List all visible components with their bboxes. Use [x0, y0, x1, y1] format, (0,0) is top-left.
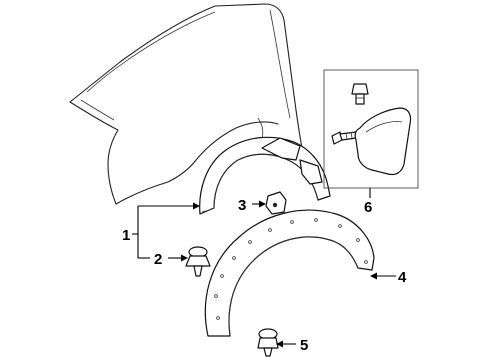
callout-3: 3 [238, 197, 246, 214]
fender-panel [69, 3, 303, 205]
callout-5: 5 [300, 337, 308, 354]
mud-flap-kit [323, 69, 419, 189]
callout-4: 4 [398, 269, 407, 286]
clip [265, 191, 287, 215]
callout-6: 6 [364, 199, 372, 216]
leader-lines [132, 188, 396, 348]
push-pin-fastener [185, 246, 211, 277]
wheel-flare [204, 209, 375, 337]
callout-1: 1 [122, 227, 130, 244]
screw-fastener [257, 328, 279, 357]
fender-liner [199, 136, 331, 215]
callout-2: 2 [154, 251, 162, 268]
